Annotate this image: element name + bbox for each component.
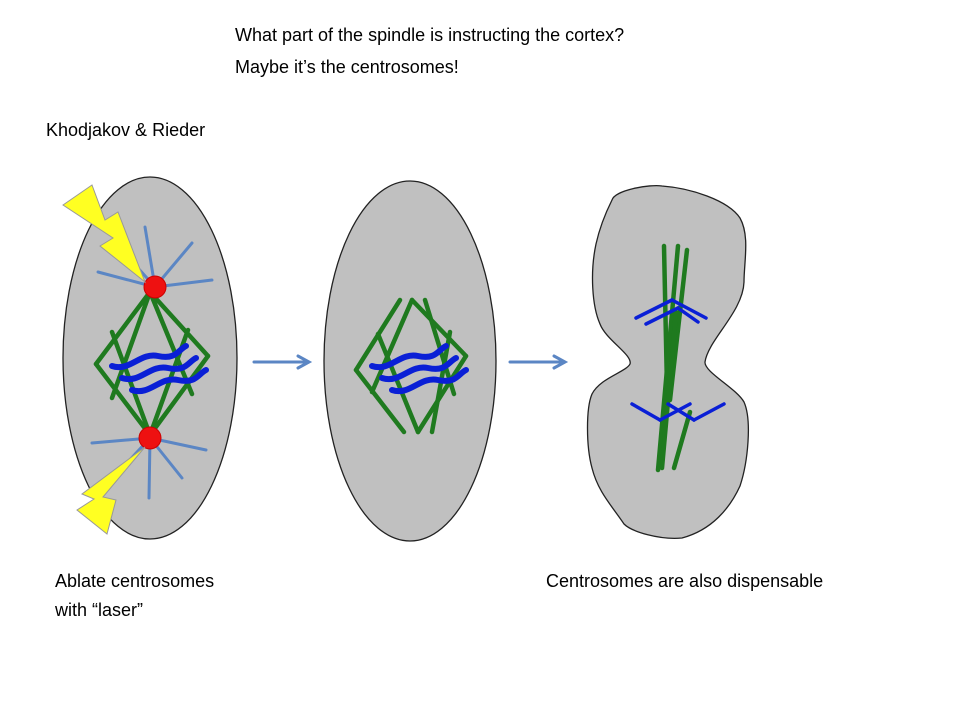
laser-bolt-bottom-icon	[76, 446, 146, 535]
arrow-2	[508, 354, 569, 370]
chromosomes-2	[369, 343, 469, 395]
dividing-cell	[586, 184, 750, 539]
caption-left-line-1: Ablate centrosomes	[55, 571, 215, 591]
question-line-1: What part of the spindle is instructing …	[235, 25, 625, 45]
central-spindle-microtubules	[655, 243, 693, 473]
cell-with-centrosomes	[62, 176, 238, 540]
caption-right: Centrosomes are also dispensable	[546, 571, 824, 591]
chromosomes	[109, 343, 209, 395]
spindle-microtubules	[93, 289, 211, 438]
reference-label: Khodjakov & Rieder	[46, 120, 206, 140]
cell-without-centrosomes	[323, 180, 497, 542]
laser-bolt-top-icon	[62, 184, 147, 284]
centrosome-bottom	[138, 426, 162, 450]
separated-chromosomes	[630, 298, 726, 422]
caption-left-line-2: with “laser”	[55, 600, 144, 620]
cell-2-body	[323, 180, 497, 542]
question-line-2: Maybe it’s the centrosomes!	[235, 57, 459, 77]
centrosome-top	[143, 275, 167, 299]
arrow-1	[252, 354, 313, 370]
